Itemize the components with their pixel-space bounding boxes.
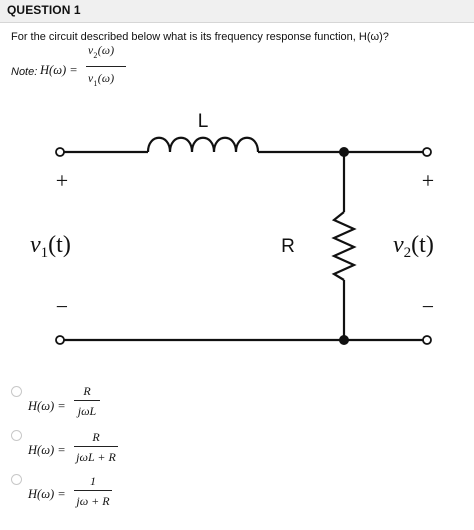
note-lhs: H(ω) = bbox=[40, 63, 78, 77]
note-denominator-sub: 1 bbox=[93, 79, 98, 88]
option-1-lhs: H(ω) = bbox=[28, 399, 66, 413]
note-numerator-v: v bbox=[88, 45, 94, 57]
input-terminal-bottom bbox=[55, 335, 65, 345]
output-terminal-bottom bbox=[422, 335, 432, 345]
top-node-dot bbox=[339, 147, 349, 157]
note-numerator-sub: 2 bbox=[93, 51, 98, 60]
output-voltage-arg: (t) bbox=[411, 232, 434, 258]
input-plus-sign: + bbox=[56, 168, 68, 193]
resistor-label: R bbox=[281, 236, 295, 257]
note-fraction-bar bbox=[86, 66, 126, 67]
inductor-label: L bbox=[198, 111, 209, 132]
note-label: Note: bbox=[11, 66, 38, 78]
option-3-denominator: jω + R bbox=[76, 494, 110, 508]
input-voltage-label: v1(t) bbox=[30, 232, 71, 261]
input-voltage-arg: (t) bbox=[48, 232, 71, 258]
output-plus-sign: + bbox=[422, 168, 434, 193]
option-2-radio[interactable] bbox=[11, 430, 22, 441]
input-terminal-top bbox=[55, 147, 65, 157]
option-3-radio[interactable] bbox=[11, 474, 22, 485]
note-denominator-arg: (ω) bbox=[97, 73, 115, 85]
note-numerator-arg: (ω) bbox=[97, 45, 115, 57]
option-2-numerator: R bbox=[92, 430, 100, 444]
input-voltage-sub: 1 bbox=[41, 245, 49, 261]
option-1-numerator: R bbox=[83, 384, 91, 398]
output-voltage-label: v2(t) bbox=[393, 232, 434, 261]
option-3-fraction-bar bbox=[74, 490, 112, 491]
note-denominator: v1(ω) bbox=[88, 73, 115, 88]
bottom-node-dot bbox=[339, 335, 349, 345]
option-3-lhs: H(ω) = bbox=[28, 487, 66, 501]
option-2-lhs: H(ω) = bbox=[28, 443, 66, 457]
option-1-radio[interactable] bbox=[11, 386, 22, 397]
note-numerator: v2(ω) bbox=[88, 45, 115, 60]
question-header: QUESTION 1 bbox=[0, 0, 474, 23]
option-2-denominator: jωL + R bbox=[76, 450, 116, 464]
option-1-fraction-bar bbox=[74, 400, 100, 401]
resistor-zigzag bbox=[331, 211, 357, 281]
inductor-coil bbox=[146, 136, 260, 153]
output-voltage-symbol: v bbox=[393, 232, 404, 258]
input-minus-sign: − bbox=[56, 294, 68, 319]
option-2-fraction-bar bbox=[74, 446, 118, 447]
question-title: QUESTION 1 bbox=[7, 3, 81, 17]
output-voltage-sub: 2 bbox=[404, 245, 412, 261]
question-prompt: For the circuit described below what is … bbox=[11, 31, 389, 43]
option-1-denominator: jωL bbox=[77, 404, 97, 418]
option-3-numerator: 1 bbox=[90, 474, 96, 488]
output-minus-sign: − bbox=[422, 294, 434, 319]
note-denominator-v: v bbox=[88, 73, 94, 85]
input-voltage-symbol: v bbox=[30, 232, 41, 258]
output-terminal-top bbox=[422, 147, 432, 157]
